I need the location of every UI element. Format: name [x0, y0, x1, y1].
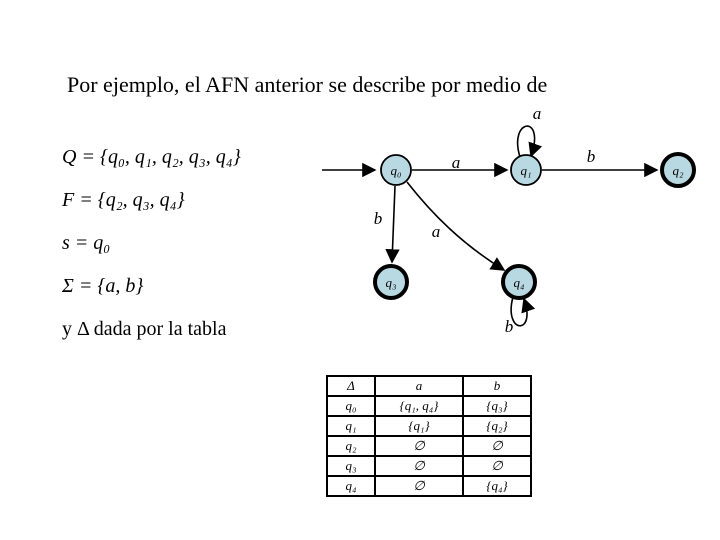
table-header-row: Δ a b: [326, 375, 532, 397]
edge-label-q1-loop: a: [533, 104, 542, 123]
state-q1: [510, 154, 542, 186]
table-row: q₄ ∅ {q₄}: [326, 475, 532, 497]
state-q1-label: q₁: [520, 163, 531, 178]
table-header-a: a: [374, 375, 464, 397]
table-cell-on-a: ∅: [374, 475, 464, 497]
table-cell-on-b: {q₃}: [462, 395, 532, 417]
state-q0: [380, 154, 412, 186]
definition-delta-note: y Δ dada por la tabla: [62, 318, 227, 340]
edge-label-q0-q1: a: [452, 153, 461, 172]
table-cell-state: q₁: [326, 415, 376, 437]
definition-alphabet: Σ = {a, b}: [62, 275, 144, 297]
edge-label-q1-q2: b: [587, 147, 596, 166]
table-row: q₀ {q₁, q₄} {q₃}: [326, 395, 532, 417]
definition-start-state: s = q₀: [62, 232, 111, 254]
table-cell-on-b: ∅: [462, 455, 532, 477]
table-row: q₂ ∅ ∅: [326, 435, 532, 457]
table-row: q₁ {q₁} {q₂}: [326, 415, 532, 437]
table-row: q₃ ∅ ∅: [326, 455, 532, 477]
edge-q4-self-loop: [510, 296, 536, 327]
state-q4-final: [501, 264, 537, 300]
state-q3-label: q₃: [385, 275, 396, 290]
table-cell-state: q₂: [326, 435, 376, 457]
edge-q1-self-loop: [516, 125, 543, 158]
state-q2-label: q₂: [672, 163, 684, 178]
table-cell-state: q₀: [326, 395, 376, 417]
edge-q0-q3: [385, 185, 400, 264]
transition-table: Δ a b q₀ {q₁, q₄} {q₃} q₁ {q₁} {q₂} q₂ ∅…: [326, 375, 532, 497]
edge-q0-q4: [406, 181, 506, 271]
table-header-b: b: [462, 375, 532, 397]
table-cell-on-b: ∅: [462, 435, 532, 457]
edge-label-q0-q3: b: [374, 209, 383, 228]
table-header-delta: Δ: [326, 375, 376, 397]
state-q0-label: q₀: [390, 163, 401, 178]
table-cell-on-b: {q₄}: [462, 475, 532, 497]
definition-final-states: F = {q₂, q₃, q₄}: [62, 189, 185, 211]
table-cell-state: q₃: [326, 455, 376, 477]
slide-title: Por ejemplo, el AFN anterior se describe…: [67, 72, 548, 97]
table-cell-on-a: {q₁}: [374, 415, 464, 437]
edge-label-q4-loop: b: [505, 317, 514, 336]
state-q2-final: [660, 152, 696, 188]
table-cell-on-a: ∅: [374, 455, 464, 477]
state-q4-label: q₄: [513, 275, 525, 290]
table-cell-state: q₄: [326, 475, 376, 497]
table-cell-on-a: ∅: [374, 435, 464, 457]
definition-states-set: Q = {q₀, q₁, q₂, q₃, q₄}: [62, 146, 241, 168]
table-cell-on-a: {q₁, q₄}: [374, 395, 464, 417]
state-q3-final: [373, 264, 409, 300]
edge-label-q0-q4: a: [432, 222, 441, 241]
table-cell-on-b: {q₂}: [462, 415, 532, 437]
